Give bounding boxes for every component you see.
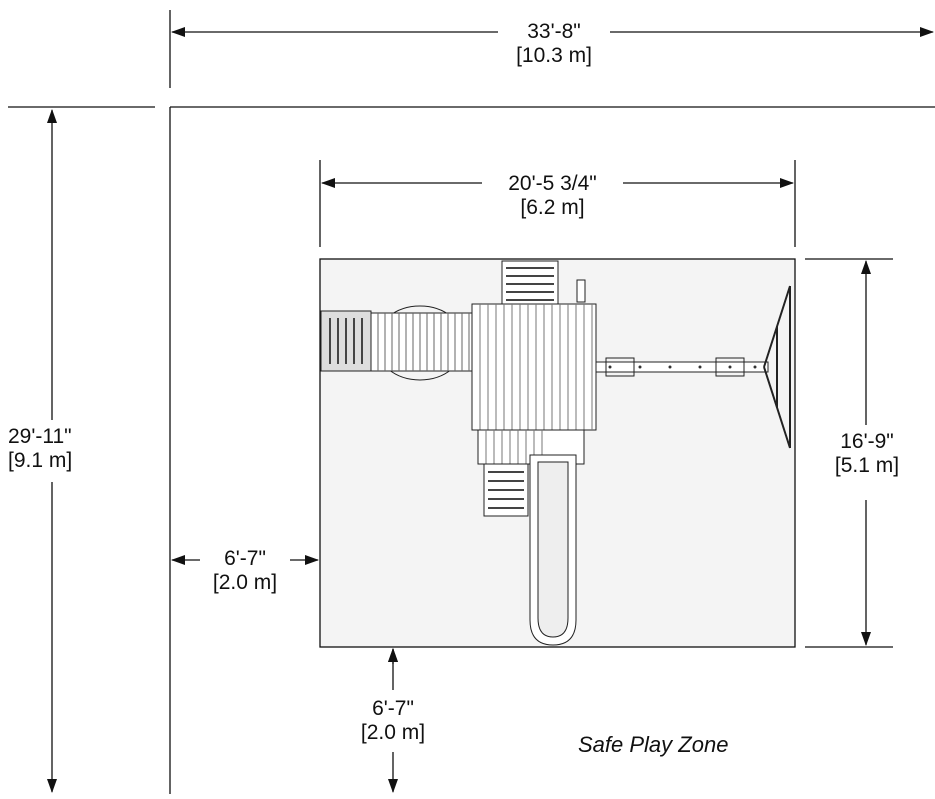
overall-depth-ft: 29'-11": [8, 425, 72, 448]
playset-drawing: [320, 260, 791, 646]
safe-zone-boundary: [8, 10, 935, 794]
side-clearance-m: [2.0 m]: [212, 571, 278, 594]
structure-depth-label: 16'-9" [5.1 m]: [822, 430, 912, 478]
slide: [529, 454, 577, 646]
overall-depth-m: [9.1 m]: [8, 449, 73, 472]
swing-beam: [595, 357, 769, 377]
structure-width-ft: 20'-5 3/4": [508, 172, 597, 195]
structure-width-m: [6.2 m]: [520, 196, 585, 219]
overall-width-ft: 33'-8": [527, 20, 581, 43]
structure-depth-dimension: [805, 258, 893, 648]
front-clearance-ft: 6'-7": [372, 697, 414, 720]
overall-depth-label: 29'-11" [9.1 m]: [8, 425, 73, 473]
structure-depth-m: [5.1 m]: [834, 454, 900, 477]
front-ladder: [483, 463, 529, 517]
main-deck: [471, 303, 597, 431]
rear-ladder: [501, 260, 559, 305]
front-clearance-m: [2.0 m]: [360, 721, 426, 744]
side-clearance-label: 6'-7" [2.0 m]: [200, 547, 290, 595]
overall-width-m: [10.3 m]: [516, 44, 592, 67]
bridge: [370, 312, 474, 372]
climbing-wall: [320, 310, 372, 372]
structure-depth-ft: 16'-9": [840, 430, 894, 453]
structure-width-label: 20'-5 3/4" [6.2 m]: [482, 172, 623, 220]
front-clearance-label: 6'-7" [2.0 m]: [348, 697, 438, 745]
structure-width-dimension: [319, 160, 796, 247]
a-frame: [763, 285, 791, 449]
overall-width-label: 33'-8" [10.3 m]: [498, 20, 610, 68]
side-clearance-ft: 6'-7": [224, 547, 266, 570]
ladder-handle: [576, 279, 586, 303]
safe-play-zone-label: Safe Play Zone: [578, 732, 729, 757]
